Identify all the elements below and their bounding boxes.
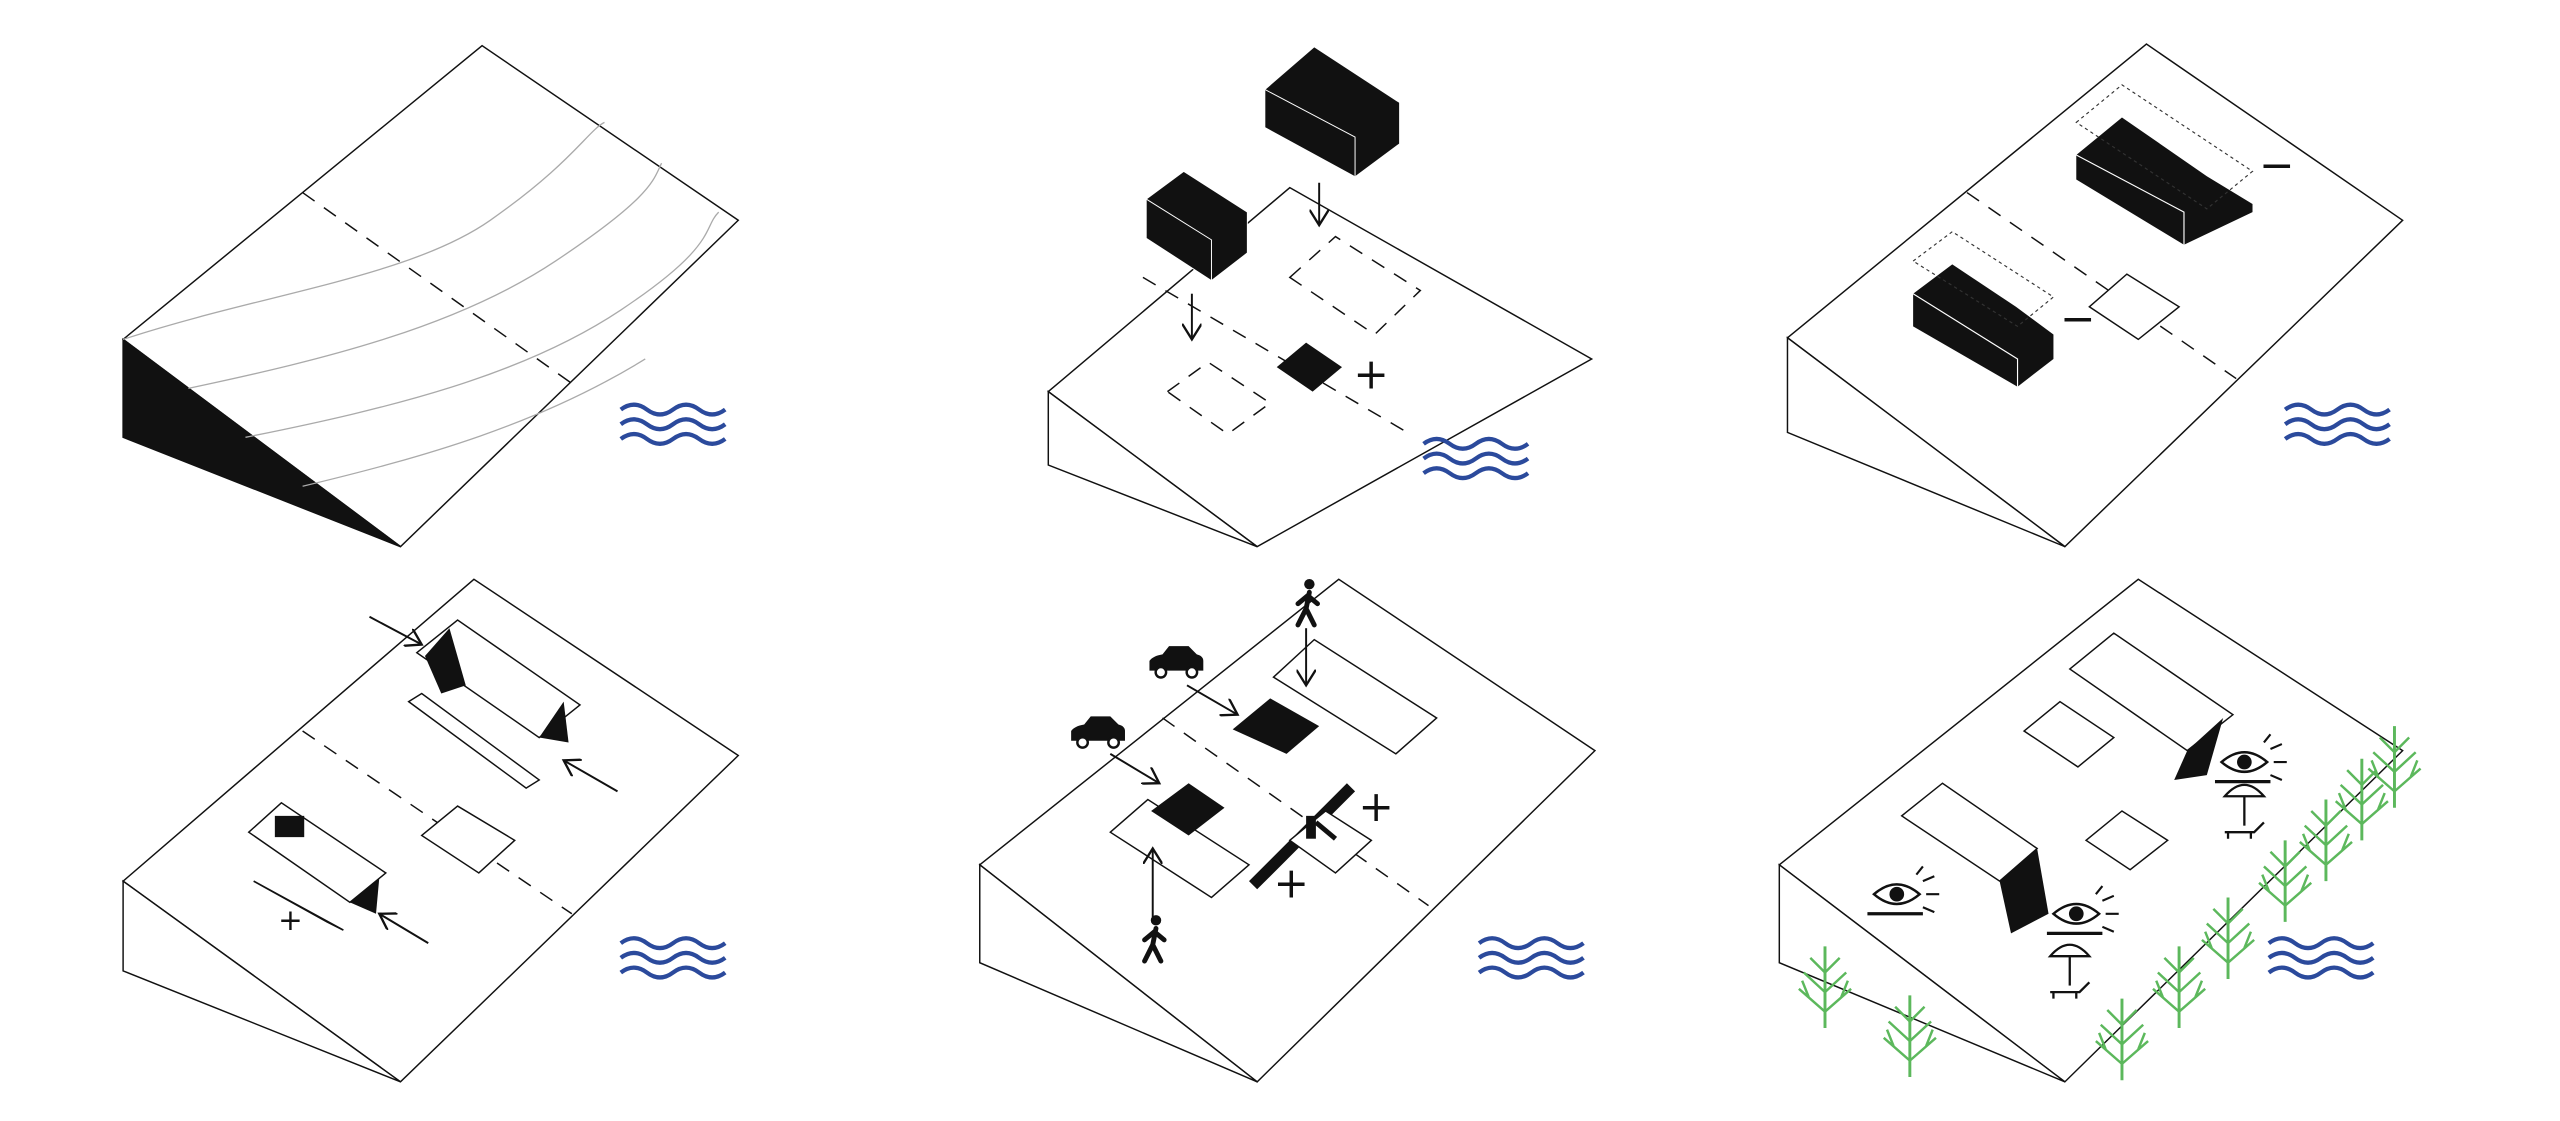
gabled-house-block: [2075, 84, 2254, 245]
plus-symbol: +: [278, 903, 303, 937]
water-waves-icon: [2269, 938, 2373, 977]
house-outline: [2068, 632, 2235, 752]
panel-volume-placement: +: [1047, 47, 1594, 548]
wind-arrow-icon: [369, 615, 421, 645]
gabled-house-block: [1912, 231, 2055, 387]
house-volume-block: [1145, 170, 1248, 282]
courtyard-footprint: [2088, 273, 2181, 341]
playground-slide-icon: [1306, 815, 1338, 841]
original-footprint: [1288, 235, 1422, 336]
property-line: [302, 191, 573, 385]
minus-symbol: −: [2060, 295, 2096, 344]
original-footprint: [1166, 361, 1272, 435]
contour-lines: [122, 121, 720, 487]
courtyard-footprint: [2084, 810, 2169, 871]
slab-side: [1778, 863, 2066, 1083]
slab-side: [122, 879, 401, 1083]
slab-top: [978, 578, 1597, 1083]
access-arrow-icon: [1186, 684, 1238, 714]
entry-volume: [1151, 783, 1225, 836]
slab-side: [1047, 390, 1258, 548]
water-waves-icon: [621, 405, 725, 444]
entry-volume: [1232, 698, 1320, 754]
plus-symbol: +: [1273, 859, 1309, 908]
panel-volume-reduction: − −: [1786, 43, 2404, 548]
access-arrow-icon: [1109, 753, 1159, 783]
wind-arrow-icon: [379, 914, 429, 944]
house-shadow: [1999, 848, 2049, 934]
minus-symbol: −: [2259, 141, 2295, 190]
wind-arrow-icon: [564, 760, 619, 793]
water-waves-icon: [2285, 405, 2389, 444]
plus-symbol: +: [1358, 783, 1394, 832]
panel-access-and-program: + +: [978, 578, 1597, 1083]
panel-views-and-landscape: [1778, 578, 2423, 1083]
slab-side: [1786, 336, 2066, 548]
property-line: [1966, 191, 2237, 380]
house-with-opened-roof: [407, 619, 582, 790]
plus-symbol: +: [1353, 350, 1389, 399]
house-outline: [1272, 638, 1438, 755]
house-with-opened-roof: [247, 801, 388, 931]
new-volume-footprint: [1276, 342, 1343, 392]
house-outline: [1109, 798, 1251, 899]
water-waves-icon: [1479, 938, 1583, 977]
property-line: [1162, 717, 1429, 907]
panel-roof-orientation: +: [121, 578, 740, 1083]
courtyard-footprint: [420, 805, 516, 874]
car-icon: [1148, 644, 1205, 679]
car-icon: [1069, 715, 1127, 749]
house-shadow: [2174, 717, 2224, 780]
slab-side: [979, 863, 1258, 1083]
house-volume-block: [1265, 47, 1400, 177]
terrace: [2022, 700, 2116, 768]
panel-site-topography: [121, 44, 740, 548]
water-waves-icon: [621, 938, 725, 977]
